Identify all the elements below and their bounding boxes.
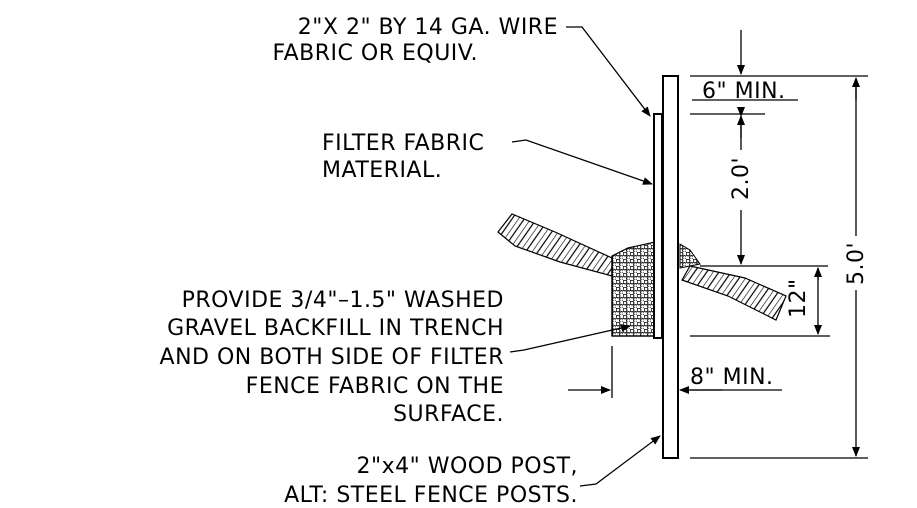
- dim-fabric-height: 2.0': [729, 107, 754, 265]
- dim-trench-depth: 12": [786, 267, 822, 335]
- post-line2: ALT: STEEL FENCE POSTS.: [284, 483, 578, 508]
- gravel-line2: GRAVEL BACKFILL IN TRENCH: [167, 316, 504, 341]
- dim-trench-depth-text: 12": [786, 278, 811, 318]
- filter-fabric: [653, 113, 663, 339]
- dim-total-post: 5.0': [844, 77, 869, 457]
- dim-trench-width-text: 8" MIN.: [690, 365, 774, 390]
- dim-top-clearance-text: 6" MIN.: [702, 79, 786, 104]
- dim-trench-width: 8" MIN.: [568, 365, 782, 394]
- trench-outline: [611, 256, 655, 337]
- wire-fabric-line2: FABRIC OR EQUIV.: [272, 41, 478, 66]
- wood-post: [662, 75, 679, 459]
- post-line1: 2"x4" WOOD POST,: [356, 454, 578, 479]
- gravel-line3: AND ON BOTH SIDE OF FILTER: [160, 345, 504, 370]
- leader-lines: [509, 26, 661, 487]
- post-callout: 2"x4" WOOD POST, ALT: STEEL FENCE POSTS.: [284, 454, 578, 508]
- left-soil-hatch: [497, 213, 613, 277]
- filter-fabric-line1: FILTER FABRIC: [322, 131, 484, 156]
- right-soil-hatch: [681, 265, 787, 321]
- gravel-line4: FENCE FABRIC ON THE: [246, 374, 504, 399]
- extension-lines: [611, 75, 868, 459]
- gravel-callout: PROVIDE 3/4"–1.5" WASHED GRAVEL BACKFILL…: [160, 288, 504, 427]
- dim-top-clearance: 6" MIN.: [692, 30, 798, 104]
- filter-fabric-callout: FILTER FABRIC MATERIAL.: [322, 131, 484, 183]
- wire-fabric-callout: 2"X 2" BY 14 GA. WIRE FABRIC OR EQUIV.: [272, 15, 558, 66]
- wire-fabric-line1: 2"X 2" BY 14 GA. WIRE: [298, 15, 558, 40]
- gravel-line1: PROVIDE 3/4"–1.5" WASHED: [182, 288, 504, 313]
- dim-total-post-text: 5.0': [844, 242, 869, 285]
- dim-fabric-height-text: 2.0': [729, 157, 754, 200]
- filter-fabric-line2: MATERIAL.: [322, 158, 442, 183]
- gravel-line5: SURFACE.: [393, 402, 504, 427]
